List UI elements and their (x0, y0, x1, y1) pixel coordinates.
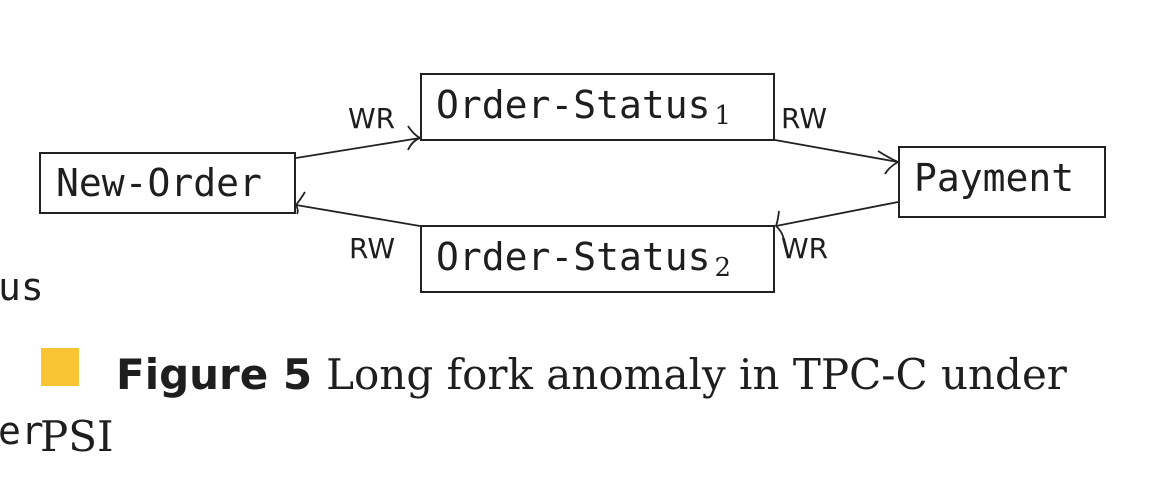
edge-1-arrowhead (407, 125, 423, 151)
caption-text-line2: PSI (40, 412, 114, 461)
edge-1-line (295, 137, 421, 159)
edge-order-status-2-to-new-order: RW (294, 191, 421, 265)
caption-marker-square (41, 348, 79, 386)
cropped-text-fragment-top: us (0, 265, 44, 309)
node-order-status-2-label: Order-Status (436, 235, 711, 279)
caption-text-line1: Long fork anomaly in TPC-C under (326, 350, 1067, 399)
cropped-text-fragment-bottom: er (0, 409, 44, 453)
edge-4-label: RW (349, 232, 395, 265)
node-order-status-1-sub: 1 (715, 101, 732, 131)
edge-2-line (774, 139, 899, 163)
edge-payment-to-order-status-2: WR (774, 201, 899, 265)
node-payment-box (898, 146, 1106, 218)
node-payment: Payment (898, 146, 1106, 218)
node-payment-label: Payment (914, 156, 1074, 200)
edge-3-line (775, 201, 899, 227)
node-order-status-2-sub: 2 (715, 253, 732, 283)
edge-2-arrowhead (877, 150, 901, 175)
node-order-status-1-box (420, 73, 775, 141)
edge-new-order-to-order-status-1: WR (295, 102, 423, 159)
edge-4-arrowhead (294, 191, 306, 215)
edge-4-line (295, 204, 421, 227)
edge-order-status-1-to-payment: RW (774, 102, 901, 175)
node-new-order: New-Order (39, 152, 296, 214)
edge-2-label: RW (781, 102, 827, 135)
edge-3-arrowhead (774, 210, 785, 242)
edge-1-label: WR (348, 102, 395, 135)
caption-figure-label: Figure 5 (116, 350, 313, 399)
node-order-status-2-box (420, 225, 775, 293)
node-new-order-box (39, 152, 296, 214)
figure-caption: Figure 5 Long fork anomaly in TPC-C under (116, 344, 1116, 406)
node-order-status-1-label: Order-Status (436, 83, 711, 127)
edge-3-label: WR (781, 232, 828, 265)
node-new-order-label: New-Order (56, 161, 262, 205)
